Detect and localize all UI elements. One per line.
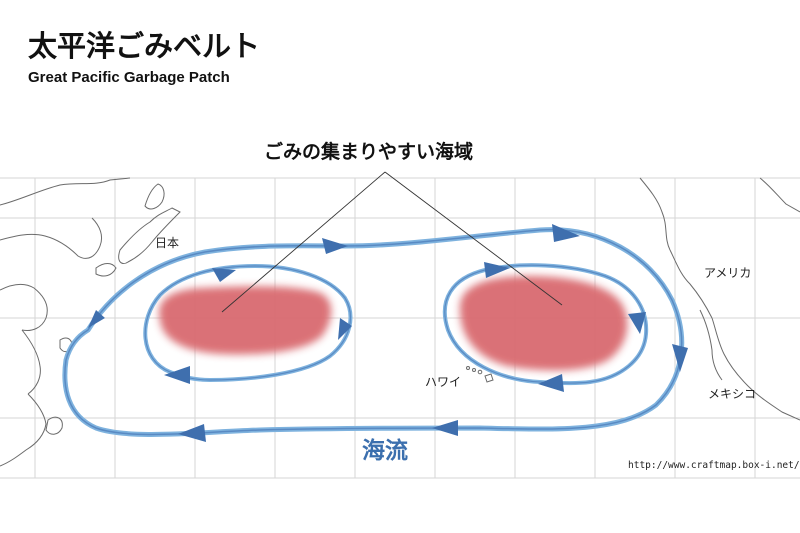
annotation-pointers bbox=[221, 171, 563, 313]
title-japanese: 太平洋ごみベルト bbox=[28, 29, 260, 63]
title-english: Great Pacific Garbage Patch bbox=[28, 69, 230, 86]
label-japan: 日本 bbox=[155, 236, 179, 250]
current-arrows bbox=[88, 224, 688, 442]
arrow-east-gyre-south bbox=[538, 374, 564, 392]
arrow-outer-east bbox=[672, 344, 688, 372]
hawaii-islands bbox=[466, 366, 494, 383]
arrow-west-gyre-south bbox=[164, 366, 190, 384]
label-mexico: メキシコ bbox=[708, 387, 756, 401]
arrow-outer-south-east bbox=[432, 420, 458, 436]
arrow-east-gyre-east bbox=[628, 312, 646, 334]
arrow-outer-north-west bbox=[88, 310, 105, 328]
label-hawaii: ハワイ bbox=[425, 375, 461, 389]
label-america: アメリカ bbox=[704, 266, 751, 280]
asia-coastline bbox=[0, 177, 181, 467]
garbage-patch-east bbox=[459, 276, 628, 371]
arrow-outer-north-east bbox=[552, 224, 580, 242]
arrow-east-gyre-north bbox=[484, 262, 510, 278]
accumulation-zone-label: ごみの集まりやすい海域 bbox=[264, 140, 473, 163]
ocean-current-label: 海流 bbox=[362, 437, 408, 464]
arrow-west-gyre-north bbox=[212, 268, 236, 282]
garbage-patches bbox=[159, 276, 628, 371]
americas-coastline bbox=[639, 177, 800, 421]
source-url: http://www.craftmap.box-i.net/ bbox=[628, 460, 800, 471]
garbage-patch-west bbox=[159, 286, 332, 355]
arrow-west-gyre-east bbox=[338, 318, 352, 340]
ocean-currents bbox=[62, 227, 685, 437]
arrow-outer-north-mid bbox=[322, 238, 348, 254]
arrow-outer-south-west bbox=[178, 424, 206, 442]
